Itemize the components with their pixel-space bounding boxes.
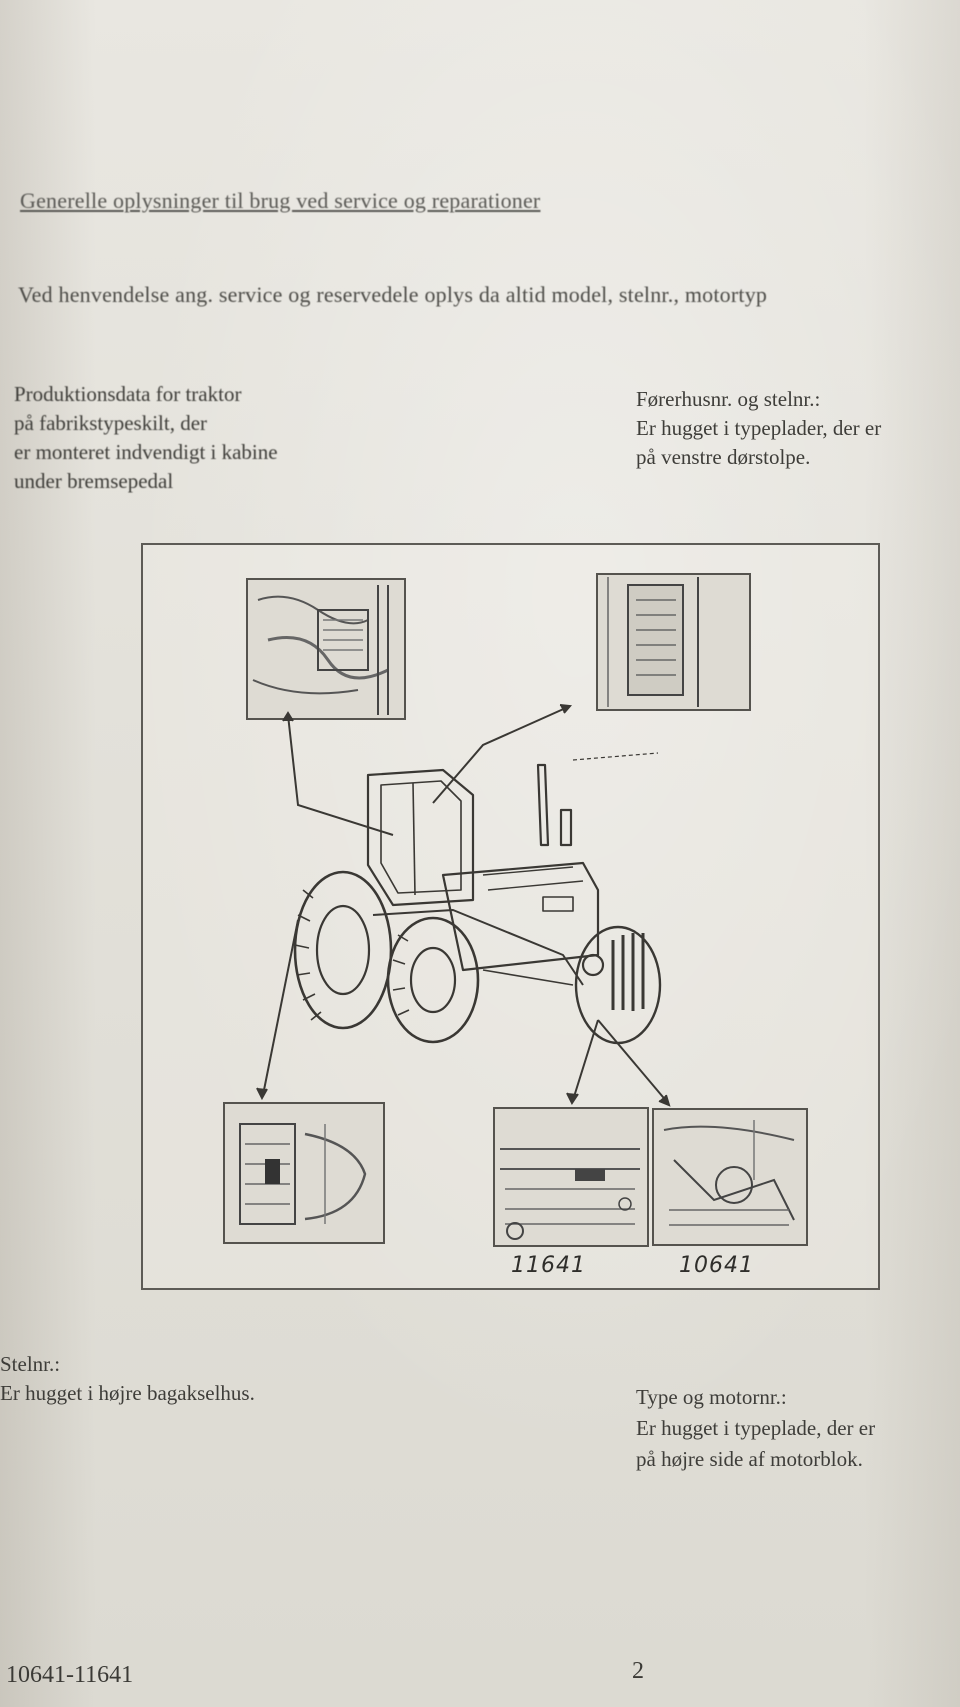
arrow-to-door-post — [432, 706, 569, 804]
rear-axle-sketch — [239, 1123, 367, 1225]
hood — [441, 861, 600, 972]
rear-wheel — [293, 870, 393, 1030]
cab-number-note: Førerhusnr. og stelnr.: Er hugget i type… — [636, 385, 881, 472]
detail-panel-door-post — [596, 573, 751, 711]
engine-block-sketch — [500, 1148, 640, 1240]
arrow-to-cab-plate — [287, 714, 394, 836]
production-data-line: under bremsepedal — [14, 469, 174, 493]
pointer-arrows — [256, 704, 671, 1107]
production-data-line: er monteret indvendigt i kabine — [14, 440, 278, 464]
production-data-line: Produktionsdata for traktor — [14, 382, 242, 406]
cab-frame — [366, 768, 475, 907]
frame-number-line: Stelnr.: — [0, 1352, 61, 1376]
engine-number-line: Er hugget i typeplade, der er — [636, 1416, 876, 1440]
cab-number-line: på venstre dørstolpe. — [636, 445, 811, 469]
footer-models: 10641-11641 — [6, 1662, 134, 1688]
cab-number-line: Er hugget i typeplader, der er — [636, 416, 882, 440]
engine-number-line: på højre side af motorblok. — [636, 1447, 863, 1471]
page-number: 2 — [632, 1658, 644, 1684]
arrow-to-engine-plate — [572, 1019, 599, 1101]
front-wheel-right — [574, 925, 662, 1045]
intro-text: Ved henvendelse ang. service og reserved… — [18, 282, 768, 307]
engine-number-note: Type og motornr.: Er hugget i typeplade,… — [636, 1382, 875, 1475]
engine-number-line: Type og motornr.: — [636, 1385, 787, 1409]
cab-interior-sketch — [252, 585, 389, 715]
production-data-note: Produktionsdata for traktor på fabriksty… — [14, 380, 278, 496]
tractor-drawing — [256, 704, 671, 1107]
detail-panel-cab-plate — [246, 578, 406, 720]
frame-number-line: Er hugget i højre bagakselhus. — [0, 1381, 255, 1405]
handwritten-code: 10641 — [679, 1253, 754, 1278]
cab-number-line: Førerhusnr. og stelnr.: — [636, 387, 821, 411]
handwritten-code: 11641 — [511, 1253, 586, 1278]
page-heading: Generelle oplysninger til brug ved servi… — [20, 188, 541, 213]
front-wheel-left — [386, 916, 480, 1044]
detail-panel-engine-side — [652, 1108, 808, 1246]
tractor-figure: 11641 10641 — [141, 543, 880, 1290]
production-data-line: på fabrikstypeskilt, der — [14, 411, 208, 435]
detail-panel-rear-axle — [223, 1102, 385, 1244]
arrow-to-engine-side — [597, 1019, 669, 1104]
frame-number-note: Stelnr.: Er hugget i højre bagakselhus. — [0, 1350, 255, 1408]
exhaust — [536, 763, 550, 847]
door-post-plate-sketch — [607, 577, 699, 707]
arrow-to-rear-axle — [262, 919, 299, 1096]
engine-side-sketch — [663, 1120, 795, 1226]
detail-panel-engine-plate — [493, 1107, 649, 1247]
